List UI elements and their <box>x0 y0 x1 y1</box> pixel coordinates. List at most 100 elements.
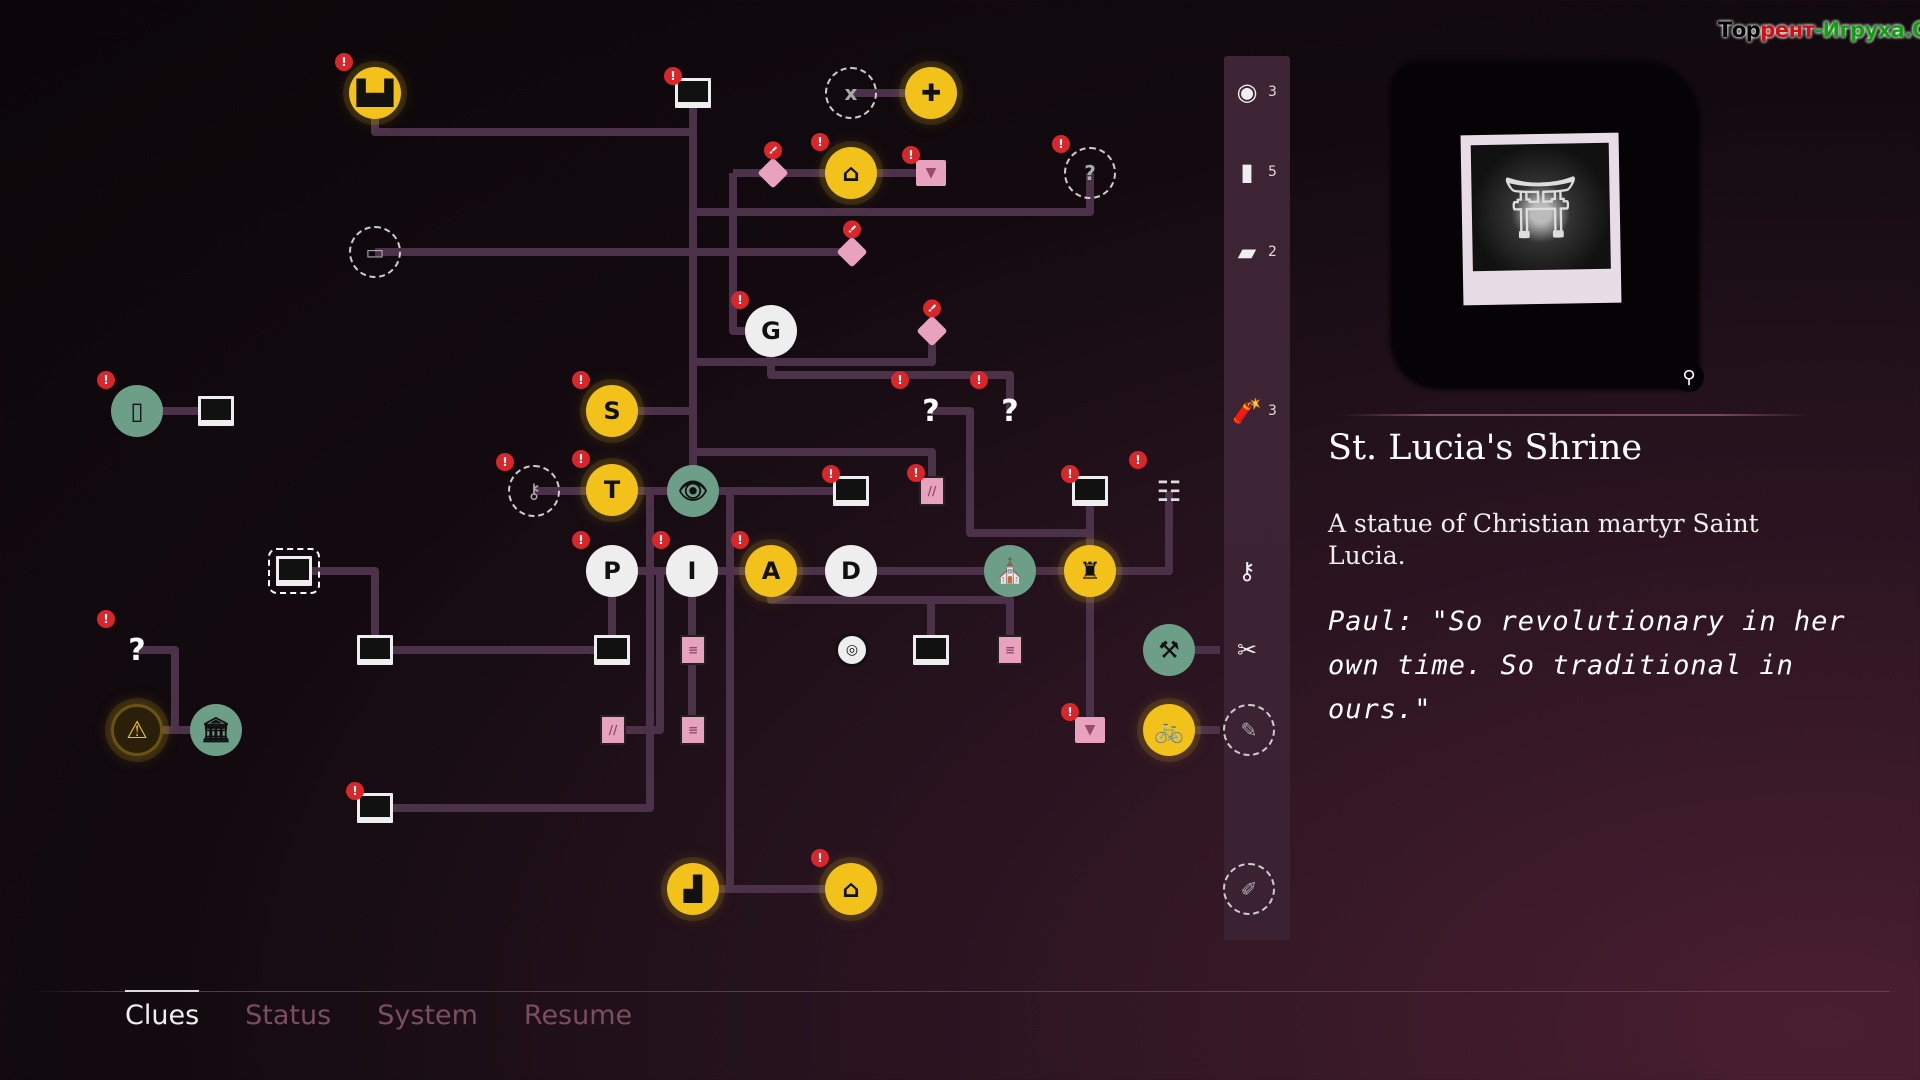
person-s-icon: S <box>603 397 621 425</box>
door-location-node[interactable]: ▯! <box>97 371 163 437</box>
tools-location-icon: ⚒ <box>1158 636 1180 664</box>
factory-clue-2-node[interactable]: ▟ <box>667 863 719 915</box>
inventory-item[interactable]: ◉3 <box>1232 72 1288 112</box>
person-t-icon: T <box>603 476 621 504</box>
clue-description: A statue of Christian martyr Saint Lucia… <box>1328 509 1759 570</box>
clue-connection <box>375 491 654 812</box>
question-1-node[interactable]: ?! <box>891 371 957 437</box>
factory-clue-icon: ▙▟ <box>356 79 394 107</box>
watermark-part: рент <box>1760 18 1815 42</box>
locked-barrel-node[interactable]: x <box>825 67 877 119</box>
house-clue-icon: ⌂ <box>842 159 860 187</box>
gate-clue-node[interactable]: ⌂! <box>811 849 877 915</box>
gate-clue-icon: ⌂ <box>842 875 860 903</box>
ladder-clue-icon: ☷ <box>1156 474 1182 508</box>
inventory-item[interactable]: ✂ <box>1232 630 1288 670</box>
person-p-node[interactable]: P! <box>572 531 638 597</box>
church-location-icon: ⛪ <box>995 557 1025 585</box>
inventory-item[interactable]: ▰2 <box>1232 232 1288 272</box>
tab-status[interactable]: Status <box>245 1000 332 1031</box>
ladder-clue-node[interactable]: ☷! <box>1129 451 1195 517</box>
magnify-button[interactable]: ⚲ <box>1674 362 1704 392</box>
note-1-node[interactable]: //! <box>907 464 945 506</box>
person-g-node[interactable]: G! <box>731 291 797 357</box>
new-alert-icon: ! <box>811 133 829 151</box>
photo-6-node[interactable] <box>357 635 393 665</box>
factory-clue-2-icon: ▟ <box>683 875 703 903</box>
new-alert-icon: ! <box>572 531 590 549</box>
locked-photo-node[interactable]: ▭ <box>349 226 401 278</box>
book-2-node[interactable]: ▼! <box>1061 703 1105 743</box>
person-t-node[interactable]: T! <box>572 450 638 516</box>
inventory-item[interactable]: ▮5 <box>1232 152 1288 192</box>
locked-brush-node[interactable]: ✎ <box>1223 704 1275 756</box>
locked-question-node[interactable]: ?! <box>1052 135 1116 199</box>
clue-connection <box>371 93 697 491</box>
church-location-node[interactable]: ⛪ <box>984 545 1036 597</box>
person-i-node[interactable]: I! <box>652 531 718 597</box>
shrine-clue-node[interactable]: ♜ <box>1064 545 1116 597</box>
watermark-part: Тор <box>1718 18 1761 42</box>
question-2-node[interactable]: ?! <box>970 371 1036 437</box>
new-alert-icon: ! <box>1061 703 1079 721</box>
inventory-item[interactable]: ⚷ <box>1232 551 1288 591</box>
first-aid-clue-node[interactable]: ✚ <box>905 67 957 119</box>
clue-connection <box>294 567 612 654</box>
new-alert-icon: ! <box>811 849 829 867</box>
person-a-node[interactable]: A! <box>731 531 797 597</box>
photo-2-node[interactable] <box>198 396 234 426</box>
item-count: 3 <box>1268 84 1277 100</box>
locked-tool-node[interactable]: ✐ <box>1223 863 1275 915</box>
note-4-node[interactable]: // <box>600 715 626 745</box>
bicycle-clue-node[interactable]: 🚲 <box>1143 704 1195 756</box>
cards-icon: ▰ <box>1237 238 1257 266</box>
note-5-node[interactable]: ≡ <box>680 715 706 745</box>
tab-system[interactable]: System <box>377 1000 478 1031</box>
tab-clues[interactable]: Clues <box>125 990 200 1031</box>
hazard-clue-node[interactable]: ⚠ <box>111 704 163 756</box>
house-clue-node[interactable]: ⌂! <box>811 133 877 199</box>
divider <box>1340 414 1810 416</box>
question-2-icon: ? <box>1001 393 1019 429</box>
item-count: 2 <box>1268 244 1277 260</box>
compass-clue-node[interactable]: ◎ <box>835 633 869 667</box>
new-alert-icon: ! <box>731 291 749 309</box>
compass-clue-icon: ◎ <box>845 642 859 658</box>
key-icon: ⚷ <box>1238 557 1256 585</box>
photo-4-node[interactable]: ! <box>1061 465 1108 506</box>
first-aid-clue-icon: ✚ <box>920 79 942 107</box>
locked-question-icon: ? <box>1084 161 1096 185</box>
new-alert-icon: ! <box>1061 465 1079 483</box>
locked-tool-icon: ✐ <box>1240 877 1258 901</box>
photo-3-node[interactable]: ! <box>822 465 869 506</box>
photo-1-node[interactable]: ! <box>664 67 711 108</box>
person-d-node[interactable]: D <box>825 545 877 597</box>
note-3-icon: ≡ <box>1004 643 1016 657</box>
tab-divider <box>30 991 1890 992</box>
photo-8-node[interactable]: ! <box>346 782 393 823</box>
person-d-icon: D <box>841 557 861 585</box>
new-alert-icon: ! <box>97 610 115 628</box>
tab-resume[interactable]: Resume <box>523 1000 633 1031</box>
new-alert-icon: ! <box>572 450 590 468</box>
note-3-node[interactable]: ≡ <box>997 635 1023 665</box>
watermark: Торрент-Игруха.Орг <box>1718 18 1920 42</box>
photo-7-node[interactable] <box>594 635 630 665</box>
dynamite-icon: 🧨 <box>1232 397 1262 425</box>
photo-9-node[interactable] <box>913 635 949 665</box>
photo-selected-node[interactable] <box>268 548 320 594</box>
tools-location-node[interactable]: ⚒ <box>1143 624 1195 676</box>
inventory-bar: ◉3▮5▰2🧨3⚷✂ <box>1224 56 1290 940</box>
locked-key-node[interactable]: ⚷! <box>496 453 560 517</box>
bank-location-node[interactable]: 🏛 <box>190 704 242 756</box>
eye-location-node[interactable]: 👁 <box>667 465 719 517</box>
clue-photo: ⛩ <box>1460 132 1622 306</box>
locked-barrel-icon: x <box>844 81 858 105</box>
person-s-node[interactable]: S! <box>572 371 638 437</box>
factory-clue-node[interactable]: ▙▟! <box>335 53 401 119</box>
inventory-item[interactable]: 🧨3 <box>1232 391 1288 431</box>
note-2-node[interactable]: ≡ <box>680 635 706 665</box>
question-3-node[interactable]: ?! <box>97 610 163 676</box>
book-1-node[interactable]: ▼! <box>902 146 946 186</box>
